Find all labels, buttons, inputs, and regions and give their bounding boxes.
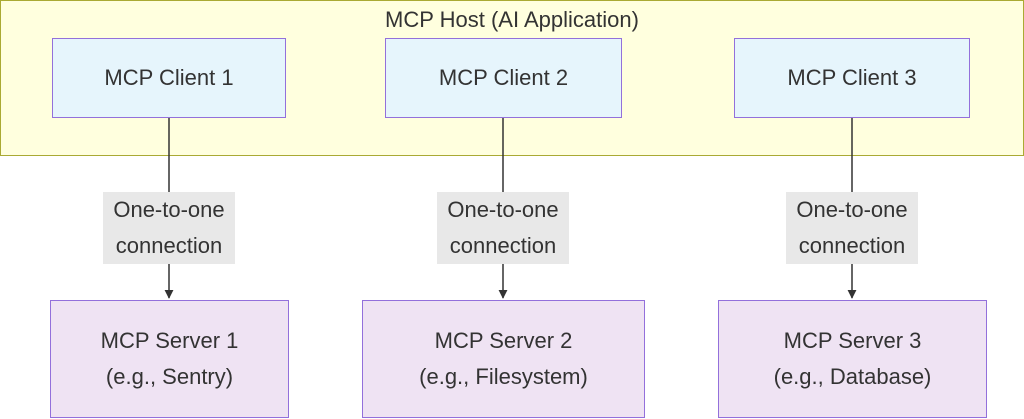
server-example: (e.g., Filesystem) <box>419 364 588 389</box>
client-node-1: MCP Client 1 <box>52 38 286 118</box>
host-title: MCP Host (AI Application) <box>385 7 639 32</box>
edge-label-2: One-to-one connection <box>437 192 569 264</box>
server-example: (e.g., Sentry) <box>105 364 234 389</box>
client-label: MCP Client 2 <box>438 65 569 90</box>
client-label: MCP Client 1 <box>104 65 234 90</box>
server-node-2: MCP Server 2 (e.g., Filesystem) <box>362 300 645 418</box>
server-node-3: MCP Server 3 (e.g., Database) <box>718 300 987 418</box>
server-example: (e.g., Database) <box>773 364 932 389</box>
client-node-2: MCP Client 2 <box>385 38 622 118</box>
server-name: MCP Server 1 <box>100 328 239 353</box>
server-node-1: MCP Server 1 (e.g., Sentry) <box>50 300 289 418</box>
server-name: MCP Server 2 <box>434 328 573 353</box>
edge-label-line2: connection <box>115 233 223 258</box>
edge-label-3: One-to-one connection <box>786 192 918 264</box>
edge-label-line2: connection <box>449 233 557 258</box>
edge-label-line1: One-to-one <box>796 197 908 222</box>
edge-label-line2: connection <box>798 233 906 258</box>
server-name: MCP Server 3 <box>783 328 922 353</box>
edge-label-line1: One-to-one <box>113 197 225 222</box>
edge-label-1: One-to-one connection <box>103 192 235 264</box>
client-node-3: MCP Client 3 <box>734 38 970 118</box>
client-label: MCP Client 3 <box>787 65 917 90</box>
edge-label-line1: One-to-one <box>447 197 559 222</box>
